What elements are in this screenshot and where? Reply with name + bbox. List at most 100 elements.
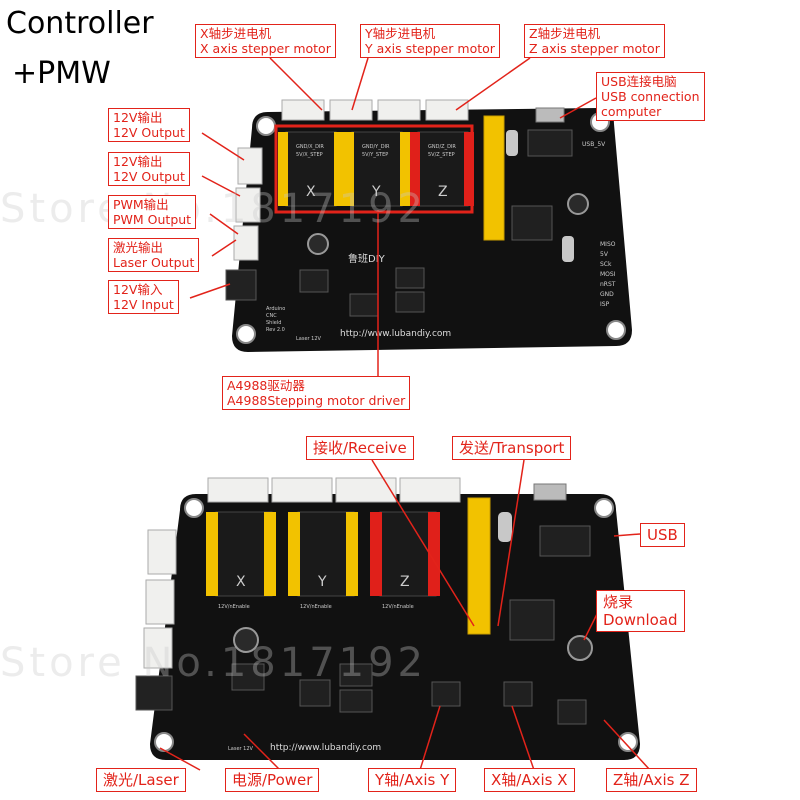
- callout-z-motor-en: Z axis stepper motor: [529, 41, 660, 56]
- out2-connector: [235, 187, 261, 223]
- out1-connector: [237, 147, 263, 185]
- x-motor-connector: [281, 99, 325, 121]
- isp-mosi: MOSI: [600, 271, 616, 278]
- silk-usb-5v: USB_5V: [582, 141, 606, 148]
- mosfet: [395, 267, 425, 289]
- mcu-chip: [511, 205, 553, 241]
- crystal: [506, 130, 518, 156]
- callout-download: 烧录 Download: [596, 590, 685, 632]
- isp-5v: 5V: [600, 251, 609, 258]
- opto-chip: [503, 681, 533, 707]
- mount-hole: [154, 732, 174, 752]
- callout-y-motor-cn: Y轴步进电机: [365, 26, 436, 41]
- aux-connector: [425, 99, 469, 121]
- callout-power: 电源/Power: [225, 768, 320, 792]
- silk-board-name-2: CNC: [266, 313, 277, 319]
- silk-axis-z: Z: [400, 574, 410, 590]
- isp-label: ISP: [600, 301, 610, 308]
- driver-x: [206, 511, 276, 597]
- watermark-top: Store No.1817192: [0, 186, 427, 232]
- callout-y-motor: Y轴步进电机 Y axis stepper motor: [360, 24, 500, 58]
- driver-z: [370, 511, 440, 597]
- usb-port: [533, 483, 567, 501]
- top-board: GND/X_DIR 5V/X_STEP GND/Y_DIR 5V/Y_STEP …: [189, 57, 632, 376]
- mount-hole: [594, 498, 614, 518]
- callout-usb: USB: [640, 523, 685, 547]
- silk-board-name-1: Arduino: [266, 306, 285, 312]
- silk-url: http://www.lubandiy.com: [340, 329, 451, 339]
- silk-laser: Laser 12V: [228, 746, 254, 752]
- isp-miso: MISO: [600, 241, 616, 248]
- callout-usb-en-2: computer: [601, 104, 662, 119]
- callout-laser-cn: 激光输出: [113, 240, 164, 255]
- mount-hole: [184, 498, 204, 518]
- y-motor-connector: [329, 99, 373, 121]
- mount-hole: [256, 116, 276, 136]
- callout-z-motor: Z轴步进电机 Z axis stepper motor: [524, 24, 665, 58]
- callout-usb-en-1: USB connection: [601, 89, 700, 104]
- silk-z-dir: GND/Z_DIR: [428, 144, 456, 150]
- callout-12v-output-2: 12V输出 12V Output: [108, 152, 190, 186]
- callout-receive: 接收/Receive: [306, 436, 414, 460]
- driver-y: [344, 131, 410, 207]
- callout-driver-en: A4988Stepping motor driver: [227, 393, 406, 408]
- callout-input-cn: 12V输入: [113, 282, 163, 297]
- callout-out1-cn: 12V输出: [113, 110, 163, 125]
- callout-out1-en: 12V Output: [113, 125, 185, 140]
- callout-driver-cn: A4988驱动器: [227, 378, 305, 393]
- callout-transport: 发送/Transport: [452, 436, 572, 460]
- callout-input-en: 12V Input: [113, 297, 174, 312]
- bottom-leader-lines: [159, 459, 651, 771]
- x-motor-connector: [207, 477, 269, 503]
- silk-x-step: 5V/X_STEP: [296, 152, 323, 158]
- callout-usb-cn: USB连接电脑: [601, 74, 677, 89]
- callout-laser-output: 激光输出 Laser Output: [108, 238, 200, 272]
- callout-axis-z: Z轴/Axis Z: [606, 768, 697, 792]
- capacitor: [233, 627, 259, 653]
- mount-hole: [236, 324, 256, 344]
- silk-y-dir: GND/Y_DIR: [362, 144, 390, 150]
- silk-x-dir: GND/X_DIR: [296, 144, 324, 150]
- aux-connector: [399, 477, 461, 503]
- callout-12v-output-1: 12V输出 12V Output: [108, 108, 190, 142]
- callout-axis-y: Y轴/Axis Y: [368, 768, 457, 792]
- driver-z: [410, 131, 474, 207]
- usb-chip: [539, 525, 591, 557]
- crystal: [498, 512, 512, 542]
- silk-laser: Laser 12V: [296, 336, 322, 342]
- silk-axis-y: Y: [317, 574, 327, 590]
- pin-header: [483, 115, 505, 241]
- callout-pwm-en: PWM Output: [113, 212, 192, 227]
- callout-axis-x: X轴/Axis X: [484, 768, 575, 792]
- capacitor: [567, 635, 593, 661]
- dc-jack: [135, 675, 173, 711]
- out1-connector: [147, 529, 177, 575]
- laser-connector: [143, 627, 173, 669]
- top-leader-lines: [189, 57, 597, 376]
- mount-hole: [618, 732, 638, 752]
- laser-connector: [233, 225, 259, 261]
- opto-chip: [557, 699, 587, 725]
- callout-x-motor: X轴步进电机 X axis stepper motor: [195, 24, 336, 58]
- silk-board-name-4: Rev 2.0: [266, 327, 285, 333]
- usb-port: [535, 107, 565, 123]
- usb-chip: [527, 129, 573, 157]
- out2-connector: [145, 579, 175, 625]
- driver-ic: [349, 293, 379, 317]
- z-motor-connector: [377, 99, 421, 121]
- callout-a4988-driver: A4988驱动器 A4988Stepping motor driver: [222, 376, 411, 410]
- callout-laser: 激光/Laser: [96, 768, 186, 792]
- mosfet: [339, 663, 373, 687]
- z-motor-connector: [335, 477, 397, 503]
- mcu-chip: [509, 599, 555, 641]
- silk-z-step: 5V/Z_STEP: [428, 152, 455, 158]
- callout-x-motor-en: X axis stepper motor: [200, 41, 331, 56]
- callout-z-motor-cn: Z轴步进电机: [529, 26, 601, 41]
- silk-y-step: 5V/Y_STEP: [362, 152, 388, 158]
- silk-axis-x: X: [306, 184, 316, 200]
- regulator: [231, 663, 265, 691]
- regulator: [299, 269, 329, 293]
- silk-brand: 鲁班DIY: [348, 252, 386, 265]
- crystal: [562, 236, 574, 262]
